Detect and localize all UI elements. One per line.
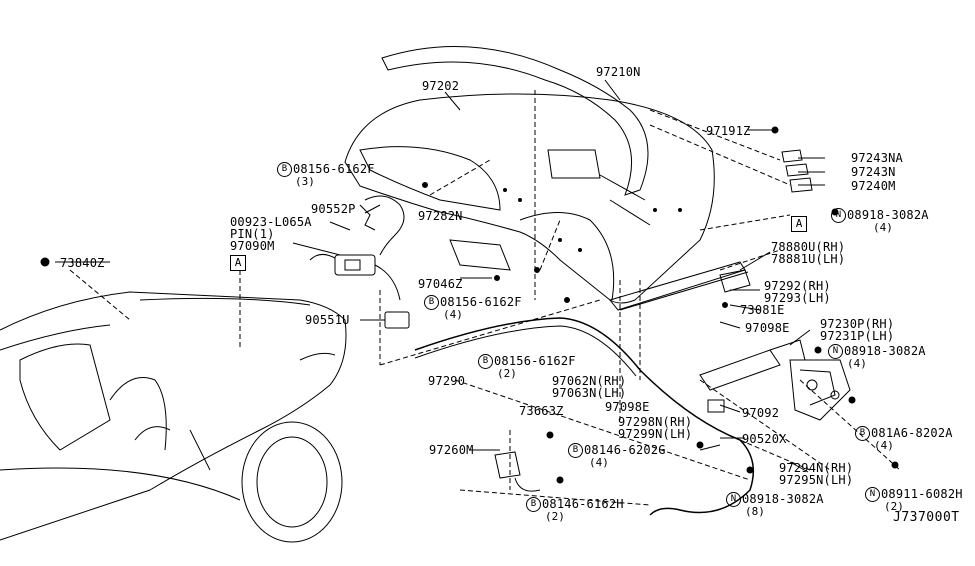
qty-08918-top: (4)	[873, 221, 893, 234]
marker-b-b: B	[424, 295, 439, 310]
plate-shape	[699, 349, 781, 391]
marker-n-mid: N	[828, 344, 843, 359]
label-08911: 08911-6082H	[881, 487, 963, 501]
striker-shape	[494, 451, 521, 479]
car-body-shape	[0, 291, 347, 543]
marker-n-right: N	[865, 487, 880, 502]
label-08918-mid: 08918-3082A	[844, 344, 926, 358]
label-081A6: 081A6-8202A	[871, 426, 953, 440]
label-97098E-left: 97098E	[605, 400, 650, 414]
label-97092: 97092	[742, 406, 780, 420]
label-97046Z: 97046Z	[418, 277, 463, 291]
label-08918-top: 08918-3082A	[847, 208, 929, 222]
label-97098E-right: 97098E	[745, 321, 790, 335]
label-73840Z: 73840Z	[60, 256, 105, 270]
marker-n-bot: N	[726, 492, 741, 507]
marker-b-e: B	[568, 443, 583, 458]
qty-08146-b: (2)	[545, 510, 565, 523]
marker-n-top: N	[831, 208, 846, 223]
qty-08146-a: (4)	[589, 456, 609, 469]
label-97062N: 97062N(RH)	[552, 374, 627, 388]
label-97243N: 97243N	[851, 165, 896, 179]
label-97290: 97290	[428, 374, 466, 388]
marker-b-c: B	[478, 354, 493, 369]
label-73663Z: 73663Z	[519, 404, 564, 418]
lid-inner-curve-right	[519, 212, 615, 301]
label-97231P: 97231P(LH)	[820, 329, 895, 343]
hinge-assembly-shape	[769, 339, 851, 421]
label-97230P: 97230P(RH)	[820, 317, 895, 331]
label-90551U: 90551U	[305, 313, 350, 327]
label-78881U: 78881U(LH)	[771, 252, 846, 266]
bracket-shape	[449, 239, 511, 271]
label-08146-a: 08146-6202G	[584, 443, 666, 457]
qty-08918-bot: (8)	[745, 505, 765, 518]
trunk-lid-shape	[344, 93, 715, 304]
label-97293: 97293(LH)	[764, 291, 831, 305]
label-08156-a: 08156-6162F	[293, 162, 375, 176]
label-08146-b: 08146-6162H	[542, 497, 624, 511]
label-97294N: 97294N(RH)	[779, 461, 854, 475]
qty-08156-c: (2)	[497, 367, 517, 380]
qty-08156-a: (3)	[295, 175, 315, 188]
label-73081E: 73081E	[740, 303, 785, 317]
cable-shape	[414, 317, 755, 516]
link-shape	[719, 269, 751, 293]
label-97090M: 97090M	[230, 239, 275, 253]
qty-08918-mid: (4)	[847, 357, 867, 370]
harness-shape	[364, 195, 405, 256]
marker-b-d: B	[855, 426, 870, 441]
label-97243NA: 97243NA	[851, 151, 903, 165]
label-08918-bot: 08918-3082A	[742, 492, 824, 506]
latch-shape	[384, 311, 410, 329]
label-97202: 97202	[422, 79, 460, 93]
label-97191Z: 97191Z	[706, 124, 751, 138]
label-97295N: 97295N(LH)	[779, 473, 854, 487]
label-08156-b: 08156-6162F	[440, 295, 522, 309]
bracket-set-shape	[781, 149, 813, 193]
label-pin: PIN(1)	[230, 227, 275, 241]
pump-motor-shape	[309, 254, 401, 301]
label-97260M: 97260M	[429, 443, 474, 457]
lid-inner-curve-left	[359, 146, 501, 211]
label-08156-c: 08156-6162F	[494, 354, 576, 368]
label-97210N: 97210N	[596, 65, 641, 79]
ref-mark-a-right: A	[791, 216, 807, 232]
label-97240M: 97240M	[851, 179, 896, 193]
label-97299N: 97299N(LH)	[618, 427, 693, 441]
label-90520X: 90520X	[742, 432, 787, 446]
label-97063N: 97063N(LH)	[552, 386, 627, 400]
label-97282N: 97282N	[418, 209, 463, 223]
qty-08911: (2)	[884, 500, 904, 513]
diagram-code: J737000T	[893, 510, 960, 525]
qty-081A6: (4)	[874, 439, 894, 452]
label-90552P: 90552P	[311, 202, 356, 216]
marker-b-f: B	[526, 497, 541, 512]
label-78880U: 78880U(RH)	[771, 240, 846, 254]
marker-b-a: B	[277, 162, 292, 177]
qty-08156-b: (4)	[443, 308, 463, 321]
ref-mark-a-left: A	[230, 255, 246, 271]
lid-center-patch	[547, 149, 601, 179]
label-00923: 00923-L065A	[230, 215, 312, 229]
label-97298N: 97298N(RH)	[618, 415, 693, 429]
label-97292: 97292(RH)	[764, 279, 831, 293]
clip-shape	[707, 399, 725, 413]
